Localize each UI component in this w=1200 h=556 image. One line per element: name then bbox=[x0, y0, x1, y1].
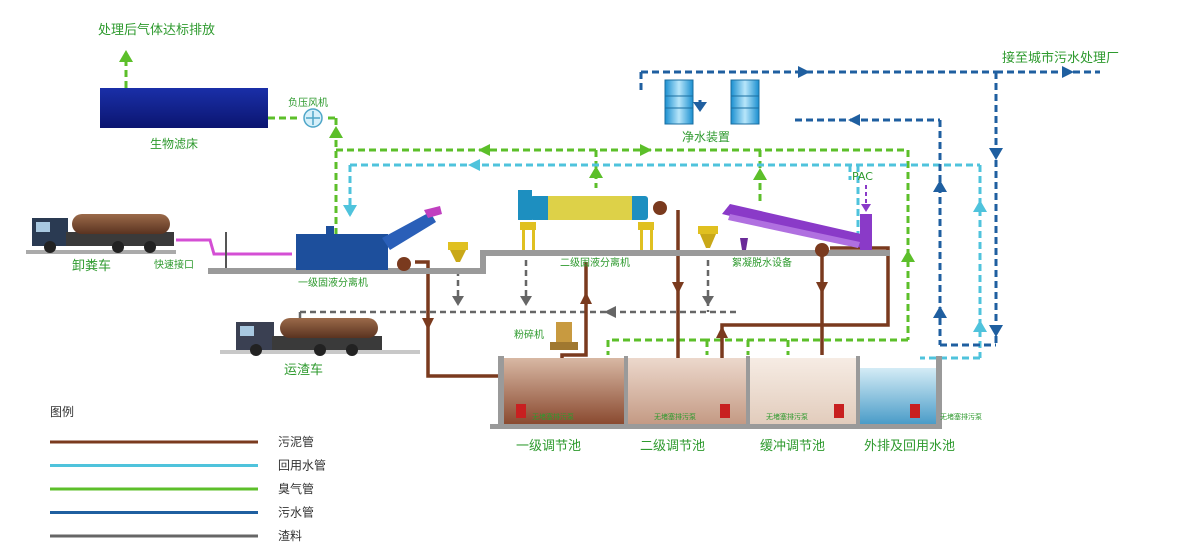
pump-label: 无堵塞排污泵 bbox=[654, 412, 696, 421]
legend-label: 回用水管 bbox=[278, 458, 326, 473]
legend-label: 污水管 bbox=[278, 505, 314, 520]
crusher bbox=[550, 322, 578, 350]
purifier-label: 净水装置 bbox=[682, 130, 730, 144]
secondary-separator bbox=[518, 190, 667, 250]
hopper bbox=[698, 226, 718, 248]
pool1-label: 一级调节池 bbox=[516, 439, 581, 454]
plant-label: 接至城市污水处理厂 bbox=[1002, 50, 1119, 66]
slag-truck-label: 运渣车 bbox=[284, 362, 323, 378]
pump-label: 无堵塞排污泵 bbox=[532, 412, 574, 421]
truck-unload-label: 卸粪车 bbox=[72, 258, 111, 274]
separator2-label: 二级固液分离机 bbox=[560, 256, 630, 269]
quick-connector bbox=[176, 232, 292, 268]
reuse-pipes bbox=[348, 163, 982, 360]
reuse-arrows bbox=[343, 159, 987, 332]
fan-label: 负压风机 bbox=[288, 96, 328, 109]
fan-icon bbox=[303, 108, 323, 128]
legend-label: 臭气管 bbox=[278, 481, 314, 496]
sewage-arrows bbox=[693, 66, 1074, 380]
pump-label: 无堵塞排污泵 bbox=[766, 412, 808, 421]
pac-label: PAC bbox=[852, 170, 873, 183]
dewater-label: 絮凝脱水设备 bbox=[732, 256, 792, 269]
septic-truck bbox=[26, 214, 176, 254]
odor-arrows bbox=[119, 50, 915, 262]
platform bbox=[208, 250, 890, 274]
slag-truck bbox=[220, 318, 420, 356]
hopper bbox=[448, 242, 468, 262]
biofilter-label: 生物滤床 bbox=[150, 137, 198, 151]
water-purifier bbox=[664, 79, 760, 125]
sewage-pump bbox=[516, 404, 920, 418]
dewatering-unit bbox=[722, 185, 872, 257]
pool2-label: 二级调节池 bbox=[640, 439, 705, 454]
pump-label: 无堵塞排污泵 bbox=[940, 412, 982, 421]
primary-separator bbox=[296, 206, 442, 271]
quick-connect-label: 快速接口 bbox=[154, 258, 194, 271]
legend-title: 图例 bbox=[50, 405, 74, 419]
pool3-label: 缓冲调节池 bbox=[760, 439, 825, 454]
legend-label: 污泥管 bbox=[278, 434, 314, 449]
pool4-label: 外排及回用水池 bbox=[864, 439, 955, 454]
exhaust-label: 处理后气体达标排放 bbox=[98, 22, 215, 38]
sludge-arrows bbox=[422, 282, 828, 338]
legend-label: 渣料 bbox=[278, 529, 302, 543]
crusher-label: 粉碎机 bbox=[514, 328, 544, 341]
biofilter-bed bbox=[100, 88, 268, 128]
separator1-label: 一级固液分离机 bbox=[298, 276, 368, 289]
